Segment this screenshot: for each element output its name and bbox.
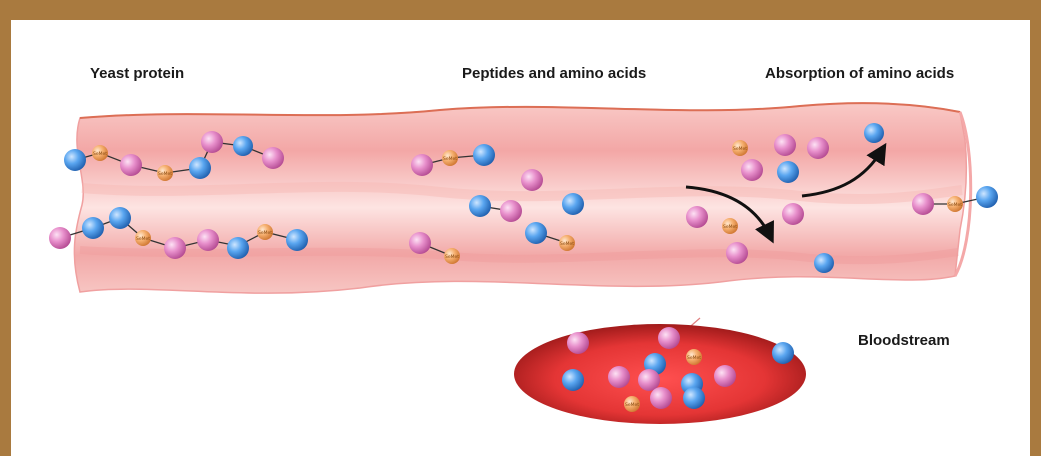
bead-blue [233, 136, 253, 156]
bead-blue [864, 123, 884, 143]
bead-blue [109, 207, 131, 229]
bead-blue [562, 193, 584, 215]
bead-pink [262, 147, 284, 169]
semet-tag: SeMet [687, 355, 701, 361]
bead-blue [227, 237, 249, 259]
semet-tag: SeMet [258, 230, 272, 236]
bead-pink [726, 242, 748, 264]
bead-pink [49, 227, 71, 249]
bead-pink [500, 200, 522, 222]
bead-blue [525, 222, 547, 244]
label-yeast-protein: Yeast protein [90, 65, 184, 82]
bead-pink [638, 369, 660, 391]
semet-tag: SeMet [445, 254, 459, 260]
bead-pink [120, 154, 142, 176]
label-absorption: Absorption of amino acids [765, 65, 954, 82]
bead-pink [521, 169, 543, 191]
bead-pink [686, 206, 708, 228]
bead-blue [64, 149, 86, 171]
bead-pink [567, 332, 589, 354]
semet-tag: SeMet [93, 151, 107, 157]
bead-pink [650, 387, 672, 409]
semet-tag: SeMet [443, 156, 457, 162]
semet-tag: SeMet [948, 202, 962, 208]
bead-pink [197, 229, 219, 251]
bead-pink [201, 131, 223, 153]
bead-pink [807, 137, 829, 159]
bead-pink [658, 327, 680, 349]
bead-pink [608, 366, 630, 388]
semet-tag: SeMet [625, 402, 639, 408]
semet-tag: SeMet [733, 146, 747, 152]
bead-blue [976, 186, 998, 208]
bead-blue [562, 369, 584, 391]
bead-blue [683, 387, 705, 409]
semet-tag: SeMet [723, 224, 737, 230]
semet-tag: SeMet [136, 236, 150, 242]
bead-blue [469, 195, 491, 217]
semet-tag: SeMet [158, 171, 172, 177]
bead-pink [409, 232, 431, 254]
bead-blue [473, 144, 495, 166]
bead-blue [814, 253, 834, 273]
label-peptides: Peptides and amino acids [462, 65, 646, 82]
label-bloodstream: Bloodstream [858, 332, 950, 349]
bead-pink [774, 134, 796, 156]
bead-blue [777, 161, 799, 183]
bead-blue [189, 157, 211, 179]
bead-blue [286, 229, 308, 251]
semet-tag: SeMet [560, 241, 574, 247]
bead-blue [82, 217, 104, 239]
bead-pink [912, 193, 934, 215]
bead-pink [714, 365, 736, 387]
bead-pink [164, 237, 186, 259]
bead-pink [411, 154, 433, 176]
bead-pink [782, 203, 804, 225]
bead-pink [741, 159, 763, 181]
bead-blue [772, 342, 794, 364]
